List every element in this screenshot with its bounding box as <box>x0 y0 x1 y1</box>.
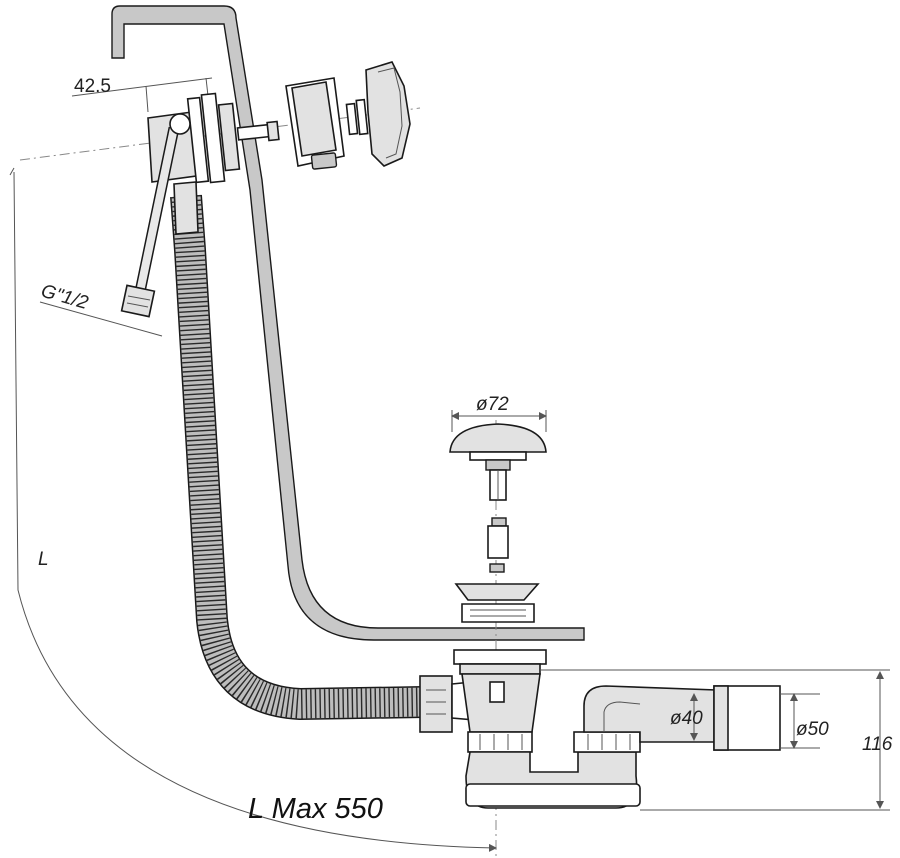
trap-height-dimension: 116 <box>540 669 893 811</box>
overflow-washer-1 <box>345 102 359 136</box>
hose-nut <box>120 284 156 318</box>
overflow-flange-outer <box>200 92 226 184</box>
thread-dim-line <box>39 301 163 337</box>
overflow-offset-dim-line <box>71 77 213 97</box>
outlet-elbow <box>583 685 717 743</box>
hose-elbow <box>169 113 191 135</box>
bath-outline <box>111 5 585 641</box>
overflow-handwheel-knob <box>365 61 411 167</box>
pipe-dimensions: ø40 ø50 <box>670 693 829 749</box>
trap <box>419 673 781 809</box>
length-dimension: L <box>9 167 497 852</box>
max-length-label: L Max 550 <box>248 793 383 825</box>
cap-diameter-label: ø72 <box>476 394 509 415</box>
overflow-flange-inner <box>186 96 210 184</box>
waste-assembly: ø72 <box>449 394 547 675</box>
overflow-offset-dimension: 42.5 <box>71 76 213 113</box>
pipe-inner-diameter-label: ø40 <box>670 708 703 729</box>
overflow-nut <box>217 102 241 172</box>
trap-height-label: 116 <box>862 734 893 755</box>
corrugated-hose <box>170 181 425 721</box>
hose-coupling-nut <box>419 675 453 733</box>
plug-clicker <box>487 525 509 559</box>
supply-hose <box>120 113 191 318</box>
hose-connector <box>173 181 199 235</box>
waste-flange <box>461 603 535 623</box>
length-symbol-label: L <box>38 549 49 570</box>
overflow-assembly <box>147 61 411 184</box>
waste-grate <box>454 583 540 601</box>
pipe-outer-diameter-label: ø50 <box>796 719 829 740</box>
overflow-offset-label: 42.5 <box>74 76 111 97</box>
length-dimension-line <box>13 171 497 852</box>
bath-wall <box>111 5 585 641</box>
overflow-washer-2 <box>355 98 369 136</box>
plug-cap <box>449 423 547 453</box>
waste-seal <box>453 649 547 665</box>
